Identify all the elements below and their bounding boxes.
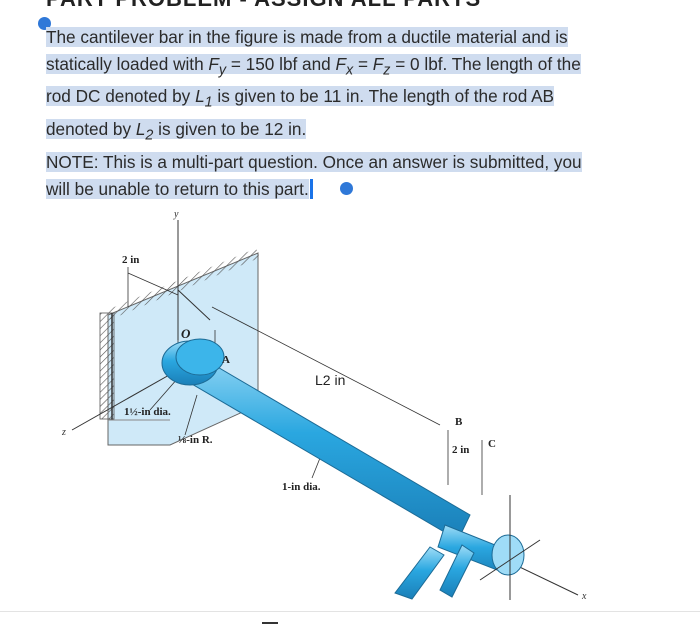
label-b: B [455, 416, 463, 428]
label-dia-big: 1½-in dia. [124, 406, 171, 418]
dimension-lines [127, 267, 483, 495]
header-text: PART PROBLEM - ASSIGN ALL PARTS [46, 0, 481, 10]
note-line-2: will be unable to return to this part. [46, 178, 309, 199]
note-line-1: NOTE: This is a multi-part question. Onc… [46, 152, 582, 173]
label-c: C [488, 438, 496, 450]
problem-line-2: statically loaded with Fy = 150 lbf and … [46, 53, 581, 78]
label-dia-rod: 1-in dia. [282, 481, 321, 493]
selection-start-handle[interactable] [38, 17, 51, 30]
text-caret [309, 178, 313, 199]
dim-top-label: 2 in [122, 254, 139, 266]
bottom-divider [0, 611, 700, 612]
page-header-cut: PART PROBLEM - ASSIGN ALL PARTS [0, 0, 700, 10]
axis-z-label: z [61, 427, 66, 438]
axis-y-label: y [173, 209, 179, 220]
dim-bc-label: 2 in [452, 444, 469, 456]
label-l2: L2 in [315, 372, 345, 388]
l2-symbol: L2 [135, 119, 154, 144]
rod-assembly [161, 338, 541, 600]
label-o: O [181, 326, 191, 341]
fy-symbol: Fy [208, 53, 227, 78]
problem-line-1: The cantilever bar in the figure is made… [46, 27, 568, 47]
problem-statement: The cantilever bar in the figure is made… [46, 24, 650, 202]
fx-symbol: Fx [335, 53, 354, 78]
fz-symbol: Fz [372, 53, 391, 78]
problem-line-4: denoted by L2 is given to be 12 in. [46, 119, 307, 144]
label-radius: ⅛-in R. [178, 434, 213, 446]
label-a: A [222, 354, 230, 366]
axis-x-label: x [581, 591, 587, 602]
problem-line-3: rod DC denoted by L1 is given to be 11 i… [46, 86, 555, 111]
l1-symbol: L1 [195, 86, 213, 111]
bottom-cut-glyph [262, 622, 278, 624]
selection-end-handle[interactable] [340, 182, 353, 195]
cantilever-figure: y z x 2 in O A L2 in 1½-in dia. ⅛-in R. … [61, 209, 587, 602]
